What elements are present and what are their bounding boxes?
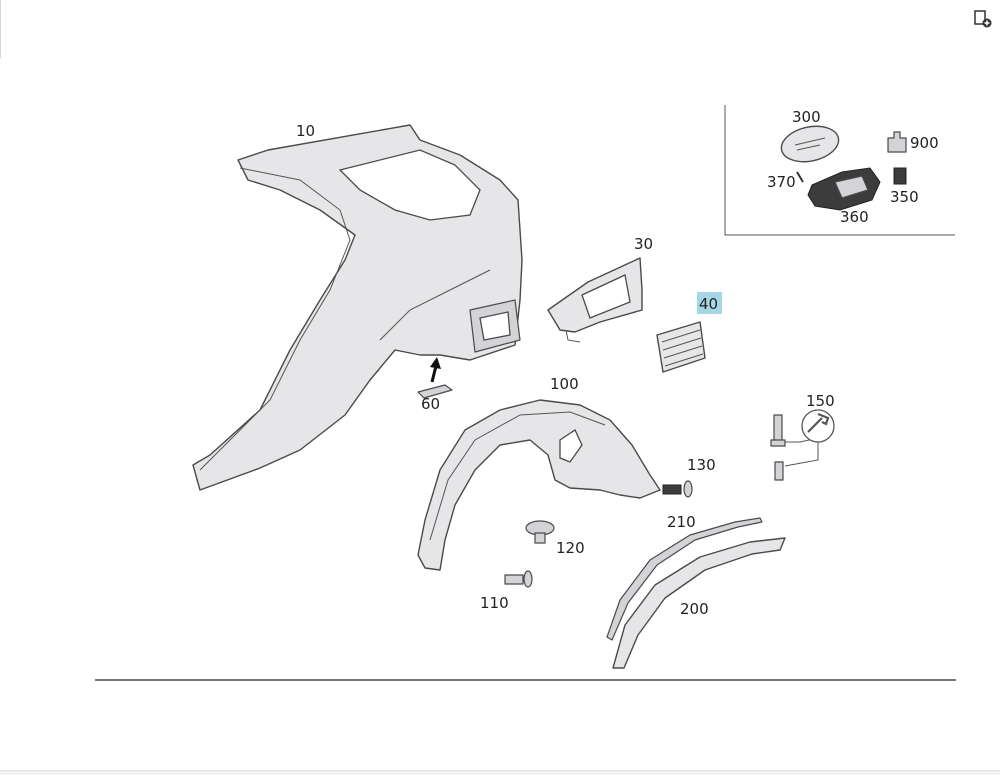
- part-370-pin[interactable]: [796, 171, 804, 183]
- part-300-fuel-door[interactable]: [778, 121, 842, 166]
- part-130-bolt[interactable]: [662, 480, 693, 498]
- callout-360[interactable]: 360: [840, 208, 869, 226]
- callout-120[interactable]: 120: [556, 539, 585, 557]
- callout-130[interactable]: 130: [687, 456, 716, 474]
- part-200-wheel-arch-flare[interactable]: [612, 537, 786, 669]
- callout-10[interactable]: 10: [296, 122, 315, 140]
- left-panel-edge: [0, 0, 4, 58]
- callout-210[interactable]: 210: [667, 513, 696, 531]
- part-120-clip[interactable]: [525, 520, 555, 544]
- callout-900[interactable]: 900: [910, 134, 939, 152]
- callout-30[interactable]: 30: [634, 235, 653, 253]
- callout-100[interactable]: 100: [550, 375, 579, 393]
- part-350-actuator[interactable]: [893, 167, 907, 185]
- callout-60[interactable]: 60: [421, 395, 440, 413]
- part-150-screws[interactable]: [770, 409, 835, 481]
- part-110-screw[interactable]: [504, 570, 533, 588]
- part-360-fuel-housing[interactable]: [807, 167, 881, 211]
- part-210-trim-strip[interactable]: [606, 517, 763, 641]
- part-30-inner-panel[interactable]: [547, 257, 643, 343]
- part-900-connector[interactable]: [887, 131, 907, 153]
- callout-300[interactable]: 300: [792, 108, 821, 126]
- callout-200[interactable]: 200: [680, 600, 709, 618]
- add-to-list-icon[interactable]: [973, 9, 993, 29]
- callout-110[interactable]: 110: [480, 594, 509, 612]
- callout-370[interactable]: 370: [767, 173, 796, 191]
- callout-350[interactable]: 350: [890, 188, 919, 206]
- callout-40[interactable]: 40: [699, 295, 718, 313]
- inset-frame: [724, 105, 955, 236]
- part-10-side-panel[interactable]: [192, 124, 523, 491]
- part-60-bracket[interactable]: [417, 357, 453, 399]
- callout-150[interactable]: 150: [806, 392, 835, 410]
- callout-40-highlight: [697, 292, 722, 314]
- bottom-status-bar: [0, 770, 1000, 775]
- part-100-wheel-arch-liner[interactable]: [417, 399, 661, 571]
- part-40-vent-grille[interactable]: [656, 321, 706, 373]
